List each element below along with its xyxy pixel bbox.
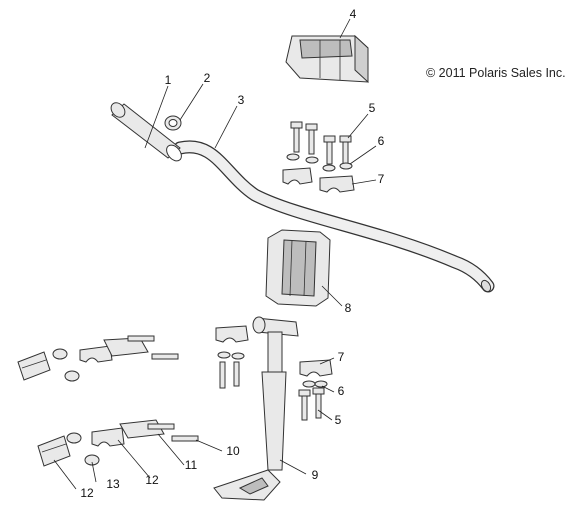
callout-6-upper: 6 bbox=[378, 134, 385, 148]
callout-7-upper: 7 bbox=[378, 172, 385, 186]
callout-11: 11 bbox=[185, 458, 198, 472]
callout-7-lower: 7 bbox=[338, 350, 345, 364]
callout-3: 3 bbox=[238, 93, 245, 107]
callout-10: 10 bbox=[226, 444, 240, 458]
callout-5-upper: 5 bbox=[369, 101, 376, 115]
callout-5-lower: 5 bbox=[335, 413, 342, 427]
collar bbox=[164, 115, 182, 131]
steering-post bbox=[213, 316, 299, 501]
left-upper-assembly bbox=[17, 335, 179, 382]
leader-lines bbox=[53, 18, 377, 490]
callout-4: 4 bbox=[350, 7, 357, 21]
clamp-cover bbox=[265, 229, 331, 307]
handlebar bbox=[173, 140, 495, 293]
callout-8: 8 bbox=[345, 301, 352, 315]
upper-clamps bbox=[282, 167, 355, 193]
upper-bolts bbox=[290, 121, 352, 165]
callout-12-left: 12 bbox=[80, 486, 94, 500]
left-lower-assembly bbox=[37, 419, 199, 467]
handlebar-cover bbox=[285, 34, 369, 84]
callout-12-right: 12 bbox=[145, 473, 159, 487]
copyright-notice: © 2011 Polaris Sales Inc. bbox=[426, 66, 566, 80]
callout-1: 1 bbox=[165, 73, 172, 87]
callout-9: 9 bbox=[312, 468, 319, 482]
callout-labels: 1 2 3 4 5 6 7 8 7 6 5 9 10 11 12 13 12 bbox=[80, 7, 384, 500]
callout-2: 2 bbox=[204, 71, 211, 85]
callout-6-lower: 6 bbox=[338, 384, 345, 398]
callout-13: 13 bbox=[106, 477, 120, 491]
lower-clamp-set bbox=[215, 325, 333, 421]
handlebar-pad-tube bbox=[110, 102, 182, 162]
upper-washers bbox=[286, 153, 353, 172]
